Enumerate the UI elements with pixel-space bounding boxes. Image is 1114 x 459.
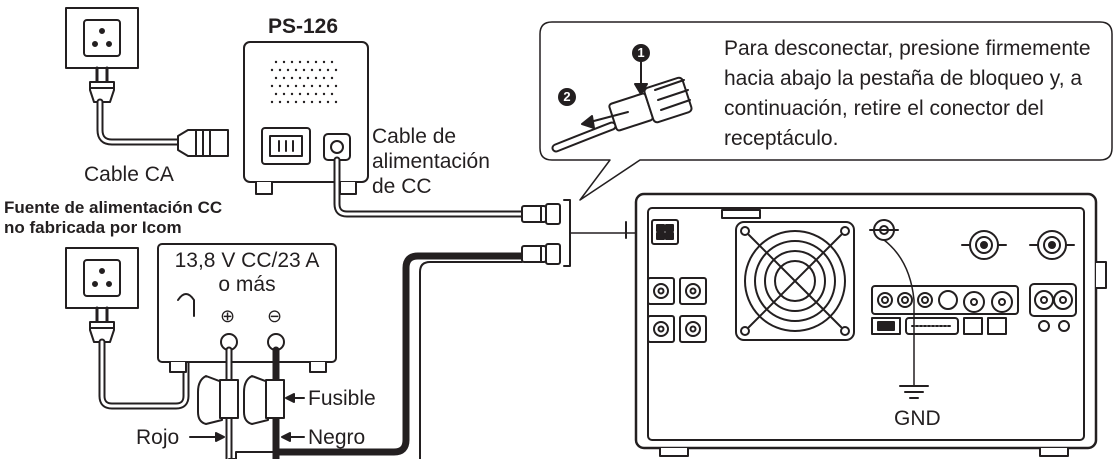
supply-rating-label-1: 13,8 V CC/23 A bbox=[174, 249, 320, 272]
step-1-marker: 1 bbox=[632, 44, 650, 62]
external-power-supply bbox=[157, 243, 337, 373]
fuse-label: Fusible bbox=[308, 387, 376, 410]
dc-jack-icon bbox=[651, 219, 679, 245]
fan-grille-icon bbox=[735, 221, 855, 341]
callout-connector-icon bbox=[551, 61, 693, 153]
ac-outlet-icon-2 bbox=[65, 247, 139, 309]
dc-cable-label-2: alimentación bbox=[372, 150, 490, 173]
dc-connector-icon-2 bbox=[521, 243, 561, 265]
red-lead-label: Rojo bbox=[136, 426, 180, 449]
minus-terminal-label: ⊖ bbox=[267, 306, 283, 326]
step-2-marker: 2 bbox=[558, 88, 576, 106]
vent-grille-icon bbox=[270, 60, 338, 104]
ext-supply-label-1: Fuente de alimentación CC bbox=[4, 198, 223, 217]
iec-plug-icon bbox=[177, 129, 229, 157]
ps126-model-label: PS-126 bbox=[268, 15, 339, 38]
antenna-connector-icon bbox=[961, 230, 1075, 260]
ps126-power-supply bbox=[243, 41, 369, 195]
ac-plug-icon-2 bbox=[89, 306, 115, 343]
rca-block-icon bbox=[647, 277, 707, 343]
ac-outlet-icon bbox=[65, 7, 139, 69]
disconnect-instructions: Para desconectar, presione firmemente ha… bbox=[724, 37, 1091, 150]
supply-rating-label-2: o más bbox=[218, 273, 276, 296]
dc-connector-icon bbox=[521, 203, 561, 225]
plus-terminal-label: ⊕ bbox=[220, 306, 236, 326]
callout-bubble bbox=[539, 21, 1113, 201]
dc-outlet-icon bbox=[323, 133, 351, 161]
ground-symbol-icon bbox=[899, 385, 929, 399]
black-lead-label: Negro bbox=[308, 426, 366, 449]
ac-plug-icon bbox=[89, 66, 115, 103]
transceiver-rear-panel bbox=[625, 192, 1107, 457]
dc-cable-label-1: Cable de bbox=[372, 125, 457, 148]
ac-cable-label: Cable CA bbox=[84, 163, 174, 186]
gnd-label: GND bbox=[894, 407, 941, 430]
dc-cable-label-3: de CC bbox=[372, 175, 432, 198]
ext-supply-label-2: no fabricada por Icom bbox=[4, 218, 182, 237]
fuse-holder-icon bbox=[197, 375, 285, 425]
